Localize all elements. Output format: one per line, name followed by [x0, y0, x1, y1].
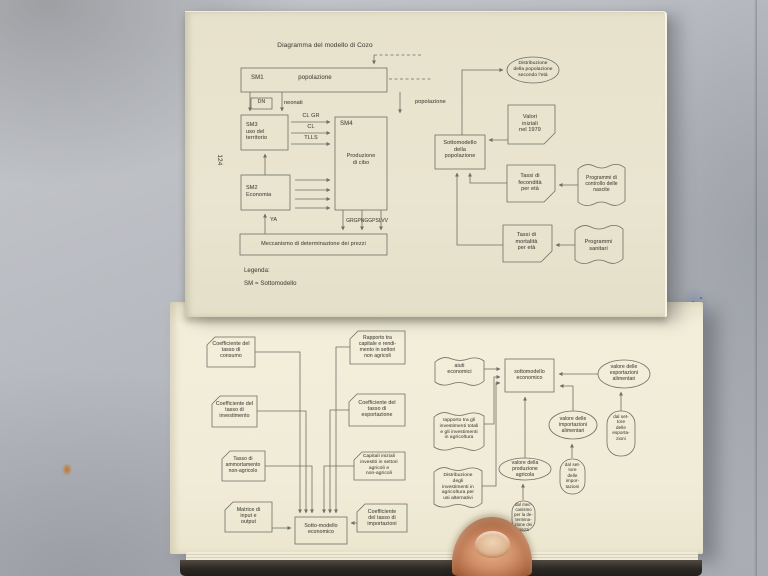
node-sm1-code: SM1	[251, 75, 264, 81]
edge-label-tlls: TLLS	[304, 135, 318, 141]
top-page-title: Diagramma del modello di Cozo	[277, 42, 373, 49]
node-distribuzione-popolazione: Distribuzione della popolazione secondo …	[513, 61, 553, 78]
book-pages-edge	[186, 552, 698, 562]
node-sm4-label: Produzione di cibo	[346, 153, 376, 166]
node-valore-importazioni: valore delle importazioni alimentari	[558, 416, 588, 434]
node-coeff-importazioni: Coefficiente del tasso di importazioni	[367, 509, 397, 528]
node-valore-esportazioni: valore delle esportazioni alimentari	[609, 364, 639, 382]
book-page-bottom: Coefficiente del tasso di consumo Coeffi…	[170, 302, 703, 554]
node-sottomodello-economico-left: Sotto-modello economico	[304, 523, 338, 536]
node-dn-label: DN	[257, 99, 266, 105]
node-dal-settore-importazioni: dal set- tore delle impor- tazioni	[564, 462, 581, 489]
edge-label-ya: YA	[270, 217, 278, 223]
node-programmi-sanitari: Programmi sanitari	[584, 239, 613, 252]
edge-label-neonati: neonati	[284, 100, 303, 106]
table-edge-shadow	[754, 0, 757, 576]
node-tassi-fecondita: Tassi di fecondità per età	[518, 173, 542, 193]
node-coeff-investimento: Coefficiente del tasso di investimento	[215, 401, 254, 420]
node-sottomodello-economico-right: sottomodello economico	[514, 369, 545, 382]
page-number: 124	[215, 154, 223, 166]
node-tassi-mortalita: Tassi di mortalità per età	[515, 232, 538, 252]
economic-inputs-shapes	[206, 330, 408, 545]
node-aiuti-economici: aiuti economici	[447, 363, 472, 376]
node-sm2: SM2 Economia	[246, 185, 272, 198]
edge-label-cl: CL	[307, 124, 315, 130]
node-meccanismo-prezzi: Meccanismo di determinazione dei prezzi	[261, 241, 366, 247]
book-page-top: Diagramma del modello di Cozo 124 SM1 po…	[185, 11, 667, 317]
node-valore-produzione: valore della produzione agricola	[511, 460, 539, 478]
edge-label-cl-gr: CL GR	[302, 113, 320, 119]
node-distribuzione-investimenti: Distribuzione degli investimenti in agri…	[441, 473, 475, 501]
node-valori-iniziali: Valori iniziali nel 1979	[519, 114, 541, 134]
legend-entry: SM = Sottomodello	[244, 281, 297, 287]
node-sm4-code: SM4	[340, 121, 353, 127]
bottom-page-diagram-lines	[206, 330, 651, 545]
node-dal-meccanismo-prezzi: dal mec- canismo per la de- termina- zio…	[514, 502, 533, 533]
edge-label-gr-codes: GRGPNGGPSLVV	[346, 218, 388, 224]
node-programmi-nascite: Programmi di controllo delle nascite	[585, 175, 618, 193]
legend-title: Legenda:	[244, 268, 270, 274]
edge-label-popolazione: popolazione	[415, 99, 446, 105]
node-rapporto-capitale: Rapporto tra capitale e rendi- mento in …	[358, 335, 397, 359]
node-coeff-esportazione: Coefficiente del tasso di esportazione	[358, 400, 396, 419]
thumbnail	[475, 531, 510, 558]
node-sm1-label: popolazione	[298, 75, 332, 81]
node-coeff-consumo: Coefficiente del tasso di consumo	[212, 341, 250, 360]
population-submodel-shapes	[434, 56, 626, 264]
node-tasso-ammortamento: Tasso di ammortamento non-agricolo	[225, 456, 261, 474]
rust-speck	[62, 463, 72, 476]
top-page-diagram-lines	[239, 54, 626, 264]
node-rapporto-investimenti: rapporto tra gli investimenti totali e g…	[439, 418, 479, 441]
node-sottomodello-popolazione: Sottomodello della popolazione	[443, 140, 477, 160]
node-dal-settore-esportazioni: dal set- tore delle esporta- zioni	[612, 414, 630, 441]
node-capitali-iniziali: Capitali iniziali investiti in settori a…	[360, 454, 398, 477]
node-sm3: SM3 uso del territorio	[246, 122, 268, 142]
node-matrice-input-output: Matrice di input e output	[236, 507, 261, 526]
cozo-model-flow-shapes	[239, 54, 431, 256]
book-bottom-shadow	[180, 560, 702, 576]
economic-flow-shapes	[433, 357, 651, 532]
